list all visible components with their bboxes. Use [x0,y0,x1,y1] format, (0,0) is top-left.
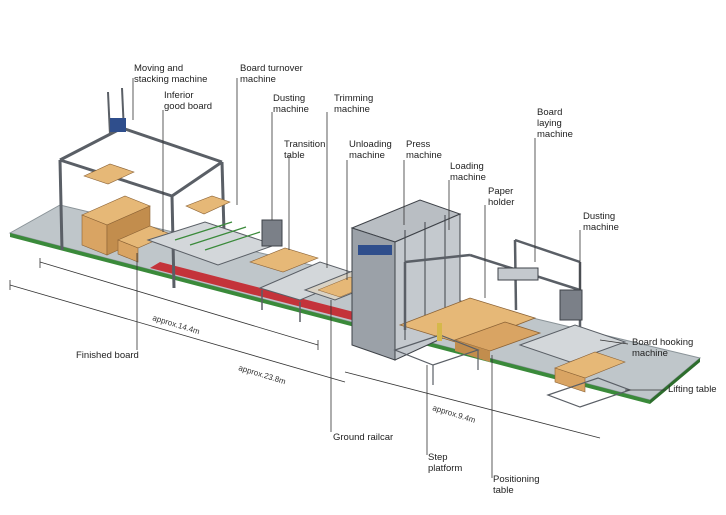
label-board-turnover: Board turnover machine [240,63,303,85]
board-suspended [83,163,135,185]
label-unloading: Unloading machine [349,139,392,161]
label-board-laying: Board laying machine [537,107,573,140]
transition-table [249,247,319,273]
label-finished-board: Finished board [76,350,139,361]
label-transition-table: Transition table [284,139,326,161]
dimension-lines [9,258,601,439]
leader-lines [132,78,666,478]
paper-holder-front [455,340,490,362]
label-dusting-2: Dusting machine [583,211,619,233]
ground-rail [150,262,385,326]
laying-carriage [497,267,539,281]
label-moving-stacking: Moving and stacking machine [134,63,208,85]
floor-side [650,358,700,404]
turnover-rollers [174,221,261,251]
lifting-table-front [554,367,586,393]
label-step-platform: Step platform [428,452,463,474]
board-hooking-machine [518,324,627,363]
operator-figure [437,323,442,341]
loading-machine [398,297,537,346]
label-dusting-1: Dusting machine [273,93,309,115]
stacking-head [110,118,126,132]
trimming-legs [261,290,301,322]
inferior-board-front [117,239,139,263]
label-press: Press machine [406,139,442,161]
label-board-hooking: Board hooking machine [632,337,694,359]
label-ground-railcar: Ground railcar [333,432,394,443]
label-positioning-table: Positioning table [493,474,540,496]
dusting-machine-1 [261,219,283,247]
label-lifting-table: Lifting table [668,384,717,395]
label-inferior-board: Inferior good board [164,90,213,112]
turnover-board [185,195,231,215]
dimension-3: approx.9.4m [431,403,476,425]
label-loading: Loading machine [450,161,486,183]
dimension-2: approx.23.8m [237,363,287,386]
step-platform-legs [432,350,479,385]
floor-edge [10,233,650,404]
label-trimming: Trimming machine [334,93,374,115]
label-paper-holder: Paper holder [488,186,515,208]
dusting-machine-2 [559,289,583,321]
